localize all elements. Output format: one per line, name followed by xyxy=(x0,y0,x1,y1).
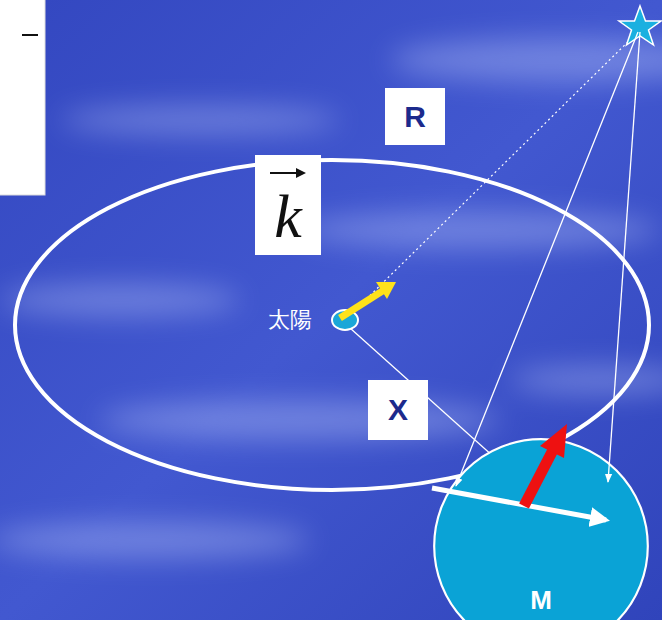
vector-arrow-head xyxy=(296,168,306,178)
star-direction xyxy=(345,30,640,320)
vector-label-box: R xyxy=(385,88,445,145)
formula-panel xyxy=(0,0,45,195)
vector-arrow xyxy=(270,172,300,174)
orbit xyxy=(15,160,649,490)
vector-symbol: X xyxy=(388,395,408,425)
aberration-arrow xyxy=(524,450,553,506)
vector-symbol: k xyxy=(274,185,302,247)
light-ray xyxy=(608,32,640,482)
light-ray xyxy=(456,32,638,486)
vector-label-box: X xyxy=(368,380,428,440)
body-label: M xyxy=(530,587,552,613)
aberration-arrow-head xyxy=(540,424,567,458)
vector-symbol: R xyxy=(404,102,426,132)
k-arrow-head xyxy=(376,282,396,299)
body-label: 太陽 xyxy=(268,309,312,331)
k-arrow-shaft xyxy=(340,290,384,318)
formula-bar xyxy=(22,34,38,36)
vector-label-box: k xyxy=(255,155,321,255)
earth-motion-arrow xyxy=(432,488,606,520)
